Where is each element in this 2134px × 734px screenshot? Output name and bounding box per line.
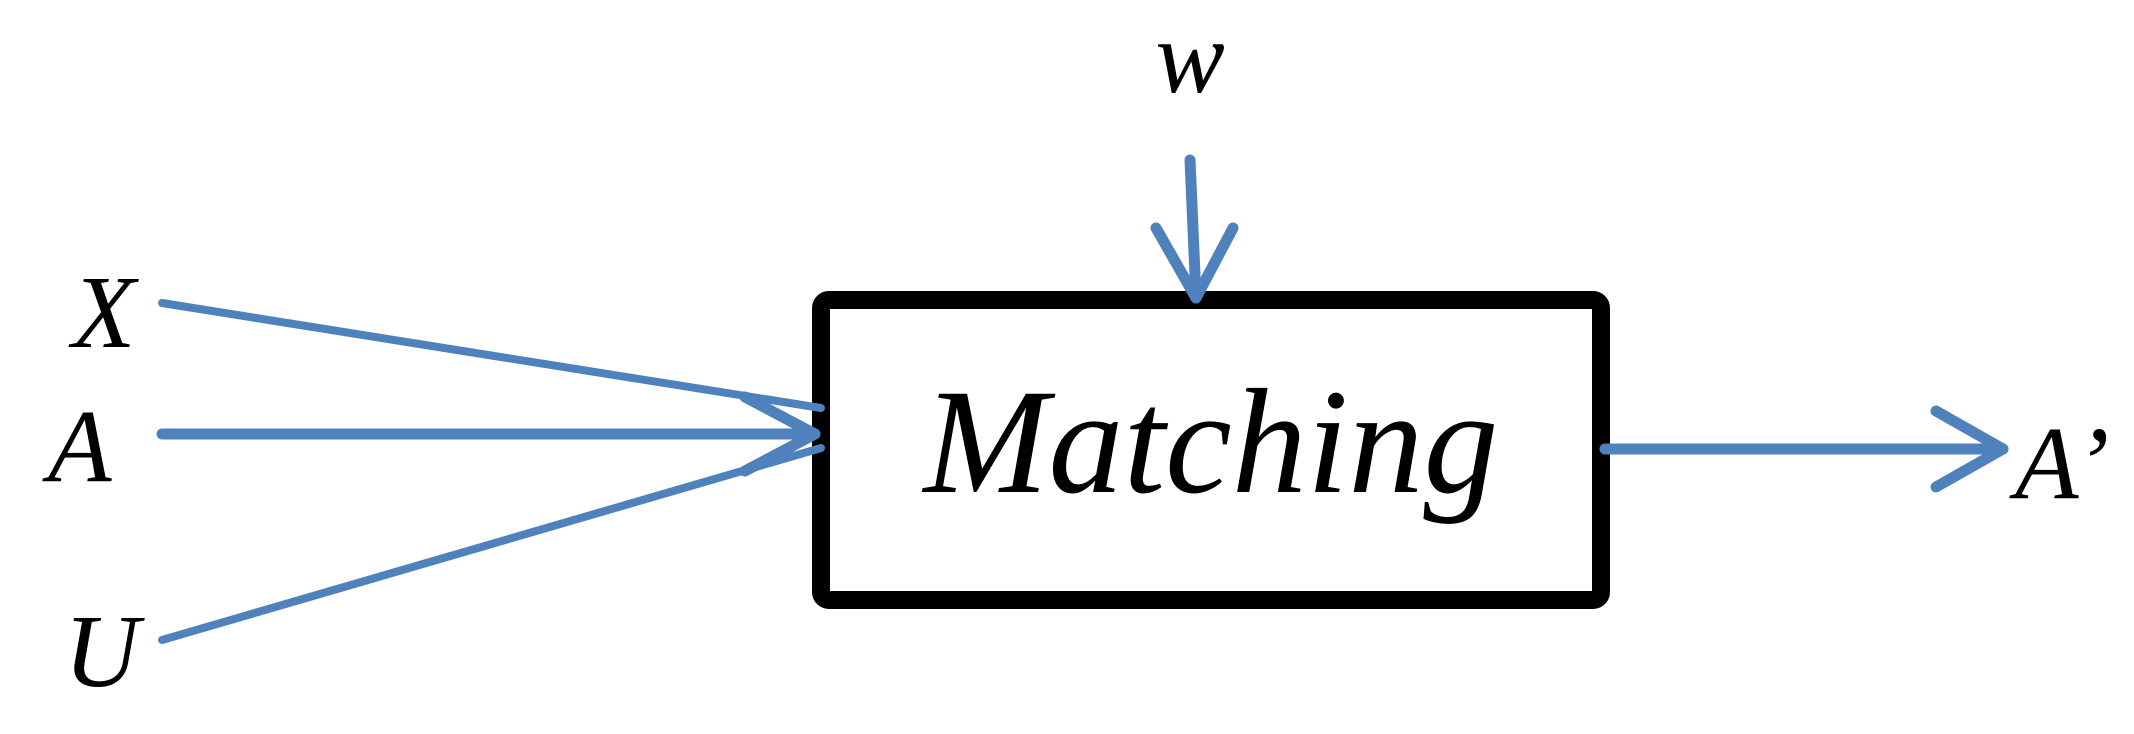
output-label-a-prime: A’ [2009, 406, 2109, 521]
input-label-w: w [1155, 0, 1224, 115]
arrowhead-a [739, 391, 821, 477]
arrow-a-to-matching [156, 391, 821, 477]
matching-label: Matching [922, 359, 1499, 525]
arrowhead-w [1150, 222, 1239, 304]
input-label-u: U [64, 594, 145, 709]
arrow-w-to-matching [1150, 154, 1239, 304]
arrow-matching-to-a-prime [1599, 405, 2009, 493]
arrow-x-to-matching [158, 299, 825, 412]
arrowhead-a-prime [1930, 405, 2009, 493]
input-label-x: X [68, 255, 139, 370]
input-label-a: A [42, 389, 112, 504]
arrow-u-to-matching [158, 444, 825, 644]
